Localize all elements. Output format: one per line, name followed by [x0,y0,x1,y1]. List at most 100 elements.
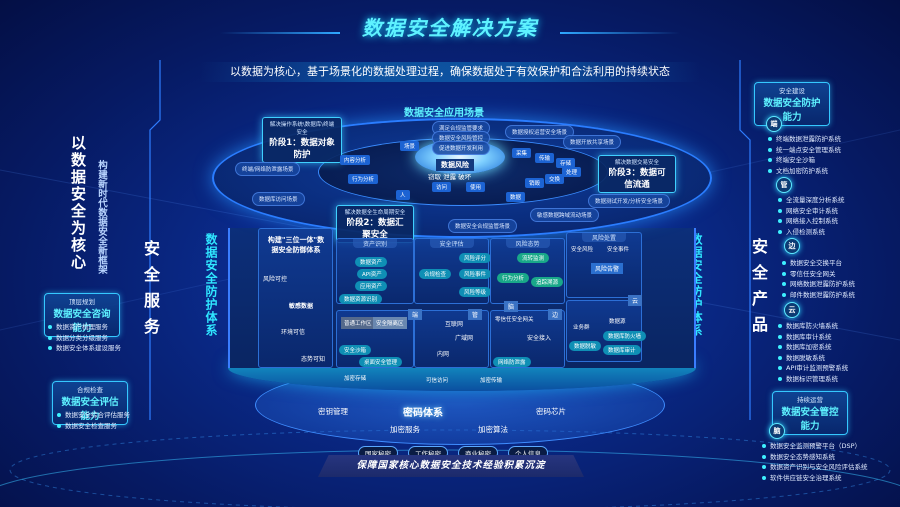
list-item: 数据库防火墙系统 [778,321,848,332]
title-decoration-left [220,32,340,34]
card-title: 数据安全管控能力 [781,407,839,432]
network-products-list: 全流量深度分析系统 网络安全审计系统 网络接入控制系统 入侵检测系统 [778,195,845,237]
control-products-list: 数据安全监测预警平台（DSP） 数据安全态势感知系统 数据资产识别与安全风险评估… [762,441,868,483]
panel-item: 数据脱敏 [569,341,602,351]
panel-item: 安全沙箱 [339,345,372,355]
panel-item: 追踪溯源 [531,277,564,287]
foundation-banner: 保障国家核心数据安全技术经验积累沉淀 [318,455,584,477]
list-item: 数据库审计系统 [778,332,848,343]
panel-item: API资产 [357,269,387,279]
triangle-env-trust: 环境可信 [281,329,306,336]
list-item: 数据安全体系建设服务 [48,343,121,354]
panel-item: 风险事件 [459,269,492,279]
risk-label: 数据风险 [436,159,474,171]
card-category: 持续运营 [797,396,823,404]
panel-title: 风险处置 [582,233,626,242]
card-title: 数据安全防护能力 [763,98,821,123]
stage-title: 阶段3：数据可信流通 [608,168,666,190]
scene-goal: 促进数据开发利用 [432,141,491,155]
chip-use: 使用 [466,182,486,192]
cloud-products-list: 数据库防火墙系统 数据库审计系统 数据库加密系统 数据脱敏系统 API审计监测预… [778,321,848,384]
flow-encrypted-transport: 加密传输 [480,378,503,384]
stage-desc: 解决数据全生命周期安全 [344,210,406,216]
list-item: 数据脱敏系统 [778,353,848,364]
panel-item: 风险等级 [459,287,492,297]
panel-item: 数据源 [609,319,626,325]
badge-cloud-center: 云 [628,295,643,306]
chip-store: 存储 [556,158,576,168]
crypto-system: 密码体系 [403,408,443,419]
badge-endpoint-center: 端 [408,309,423,320]
chip-destroy: 销毁 [525,178,545,188]
security-assessment-panel: 安全评估 风险评分 风险事件 风险等级 合规检查 [414,238,492,304]
panel-item: 安全接入 [527,335,552,342]
card-category: 安全建设 [779,87,805,95]
panel-title: 资产识别 [353,239,397,248]
risk-types: 窃取 泄露 破坏 [428,173,472,181]
panel-item: 流转监测 [517,253,550,263]
list-item: 终端安全沙箱 [768,155,841,166]
panel-title: 安全评估 [429,239,474,248]
crypto-algorithm: 加密算法 [478,425,508,434]
endpoint-panel: 普通工作区 安全隔离区 安全沙箱 桌面安全管理 [336,310,414,368]
panel-item: 安全风险 [571,247,594,253]
consulting-services-list: 数据资产梳理服务 数据分类分级服务 数据安全体系建设服务 [48,322,121,354]
endpoint-products-list: 终端数据泄露防护系统 统一端点安全管理系统 终端安全沙箱 文档加密防护系统 [768,134,841,176]
chip-content-analysis: 内容分析 [340,155,371,165]
card-category: 顶层规划 [69,298,95,306]
chip-transmit: 传输 [535,153,555,163]
card-category: 合规检查 [77,386,103,394]
badge-brain-center: 脑 [504,301,519,312]
panel-item: 风险告警 [591,263,624,274]
scene-pill: 终端/网络防泄露场景 [235,162,301,176]
crypto-chip: 密码芯片 [536,407,566,416]
list-item: 数据分类分级服务 [48,333,121,344]
panel-item: 安全事件 [607,247,630,253]
badge-endpoint: 端 [766,116,782,132]
scene-pill: 敏感数据跨域流动场景 [530,208,600,222]
framework-panel: 构建"三位一体"数据安全防御体系 风险可控 敏感数据 环境可信 态势可知 [258,228,333,368]
panel-item: 零信任安全网关 [495,317,534,323]
list-item: 软件供应链安全治理系统 [762,473,868,484]
chip-collect: 采集 [512,148,532,158]
list-item: 数据安全监测预警平台（DSP） [762,441,868,452]
page-title: 数据安全解决方案 [362,16,538,40]
crypto-service: 加密服务 [390,425,420,434]
panel-item: 风险评分 [459,253,492,263]
panel-item: 普通工作区 [341,317,375,329]
page-subtitle: 以数据为核心，基于场景化的数据处理过程，确保数据处于有效保护和合法利用的持续状态 [200,62,700,82]
stage-title: 阶段2：数据汇聚安全 [346,218,404,240]
risk-handling-panel: 风险处置 安全风险 安全事件 风险告警 [566,232,642,298]
cloud-panel: 业务群 数据源 数据库防火墙 数据脱敏 数据库审计 [566,300,647,362]
stage-1: 解决操作系统\数据库\终端安全 阶段1：数据对象防护 [262,117,342,163]
chip-data: 数据 [506,192,526,202]
list-item: 数据安全交换平台 [782,258,855,269]
list-item: 数据标识管理系统 [778,374,848,385]
list-item: 网络接入控制系统 [778,216,845,227]
badge-edge-center: 边 [548,309,563,320]
panel-item: 业务群 [573,325,590,331]
list-item: 统一端点安全管理系统 [768,145,841,156]
badge-pipe: 管 [776,177,792,193]
list-item: 数据资产识别与安全风险评估系统 [762,462,868,473]
panel-item: 数据资产 [355,257,388,267]
panel-item: 行为分析 [497,273,530,283]
crypto-key-management: 密钥管理 [318,407,348,416]
list-item: 数据安全态势感知系统 [762,452,868,463]
list-item: 数据安全综合评估服务 [57,410,130,421]
triangle-situation-aware: 态势可知 [301,356,326,363]
chip-exchange: 交换 [545,174,565,184]
list-item: API审计监测预警系统 [778,363,848,374]
stage-3: 解决数据交易安全 阶段3：数据可信流通 [598,155,676,193]
stage-2: 解决数据全生命周期安全 阶段2：数据汇聚安全 [336,205,414,243]
panel-item: 合规检查 [419,269,452,279]
badge-cloud: 云 [784,302,800,318]
list-item: 数据库加密系统 [778,342,848,353]
panel-item: 数据库防火墙 [603,331,647,341]
list-item: 终端数据泄露防护系统 [768,134,841,145]
chip-behavior-analysis: 行为分析 [348,174,379,184]
stage-title: 阶段1：数据对象防护 [269,138,335,160]
panel-item: 应用资产 [355,281,388,291]
scene-pill: 数据开放共享场景 [563,135,622,149]
panel-item: 互联网 [445,321,464,328]
